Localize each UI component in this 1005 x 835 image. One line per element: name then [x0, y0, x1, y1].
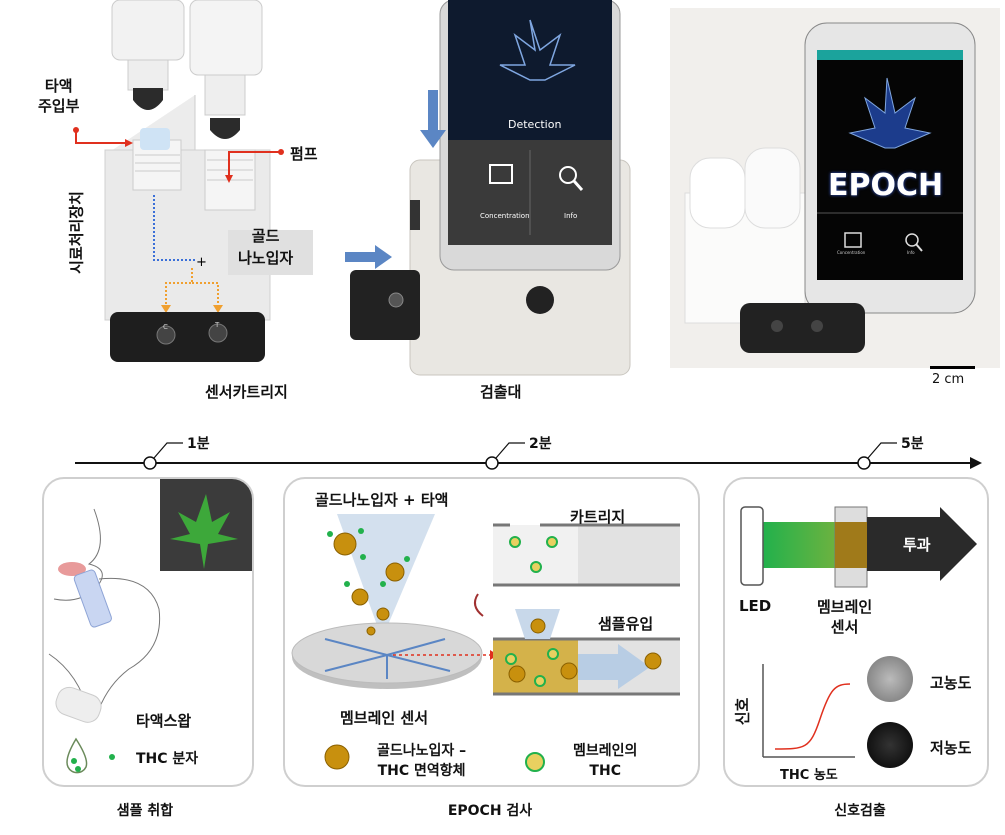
panel-signal-detection: LED 멤브레인 센서 투과 신호 THC 농도 고농도 저농도: [723, 477, 989, 787]
timeline-label-3: 5분: [901, 436, 924, 452]
saliva-inlet-label: 타액 주입부: [38, 76, 79, 116]
sample-inflow-label: 샘플유입: [598, 615, 654, 633]
detection-title: Detection: [508, 118, 562, 131]
panel-1-caption: 샘플 취합: [116, 803, 174, 819]
pump-label: 펌프: [290, 145, 318, 163]
graph-y-label: 신호: [733, 697, 752, 726]
concentration-button: Concentration: [480, 212, 530, 220]
timeline-marker-2: [485, 456, 499, 470]
gold-nanoparticle-label-line2: 나노입자: [238, 249, 294, 267]
saliva-inlet-label-line1: 타액: [44, 77, 73, 95]
app-photo-drawing: [670, 8, 1000, 369]
high-concentration-label: 고농도: [930, 674, 972, 692]
app-concentration-button: Concentration: [837, 250, 866, 255]
detector-label: 검출대: [480, 383, 522, 401]
legend-membrane-thc: 멤브레인의 THC: [573, 741, 637, 781]
gold-saliva-label: 골드나노입자 + 타액: [315, 491, 449, 509]
epoch-test-drawing: [291, 514, 680, 772]
timeline-arrowhead: [970, 457, 982, 469]
timeline-marker-1: [143, 456, 157, 470]
panel-sample-collection: 타액스왑 THC 분자: [42, 477, 254, 787]
svg-text:+: +: [196, 255, 207, 270]
panel-2-caption: EPOCH 검사: [447, 803, 533, 819]
legend-gold-antibody-line2: THC 면역항체: [377, 763, 466, 779]
detector-photo: Detection Concentration Info 검출대: [340, 0, 660, 410]
app-photo: EPOCH Concentration Info 2 cm: [665, 8, 1000, 398]
app-info-button: Info: [907, 250, 915, 255]
cartridge-label: 카트리지: [570, 508, 626, 526]
membrane-sensor-label-2-line1: 멤브레인: [817, 598, 873, 616]
graph-x-label: THC 농도: [780, 768, 838, 783]
timeline-label-1: 1분: [187, 436, 210, 452]
high-concentration-spot: [867, 656, 913, 702]
cartridge-letter-c: C: [163, 323, 168, 331]
timeline-label-2: 2분: [529, 436, 552, 452]
transmission-label: 투과: [903, 536, 931, 554]
legend-membrane-thc-line2: THC: [589, 763, 621, 779]
sample-processor-label: 시료처리장치: [67, 191, 86, 274]
low-concentration-label: 저농도: [930, 739, 972, 757]
legend-gold-antibody: 골드나노입자 – THC 면역항체: [377, 741, 466, 781]
epoch-logo: EPOCH: [828, 168, 944, 203]
legend-membrane-thc-line1: 멤브레인의: [573, 743, 638, 759]
timeline-marker-3: [857, 456, 871, 470]
membrane-sensor-label: 멤브레인 센서: [340, 709, 429, 727]
led-label: LED: [739, 597, 772, 615]
saliva-swab-label: 타액스왑: [136, 712, 192, 730]
detector-drawing: [345, 0, 631, 376]
gold-nanoparticle-label: 골드 나노입자: [238, 225, 293, 269]
membrane-sensor-label-2-line2: 센서: [830, 618, 859, 636]
panel-epoch-test: 골드나노입자 + 타액 카트리지 샘플유입 멤브레인 센서 골드나노입자 – T…: [283, 477, 700, 787]
cartridge-letter-t: T: [214, 321, 220, 329]
thc-molecule-label: THC 분자: [136, 751, 199, 767]
membrane-sensor-label-2: 멤브레인 센서: [817, 597, 872, 637]
signal-detection-drawing: [740, 506, 977, 768]
sample-processor-illustration: + C T 타액 주입부 펌프 시료처리장치 골드 나노입자 센서카트리지: [0, 0, 340, 410]
info-button: Info: [564, 212, 578, 220]
scale-bar-label: 2 cm: [932, 372, 965, 387]
sensor-cartridge-label: 센서카트리지: [205, 383, 288, 401]
device-drawing: + C T: [73, 0, 313, 362]
panel-3-caption: 신호검출: [834, 803, 886, 819]
legend-gold-antibody-line1: 골드나노입자 –: [377, 743, 467, 759]
low-concentration-spot: [867, 722, 913, 768]
saliva-inlet-label-line2: 주입부: [38, 97, 80, 115]
sample-collection-drawing: [48, 479, 252, 774]
gold-nanoparticle-label-line1: 골드: [251, 227, 280, 245]
